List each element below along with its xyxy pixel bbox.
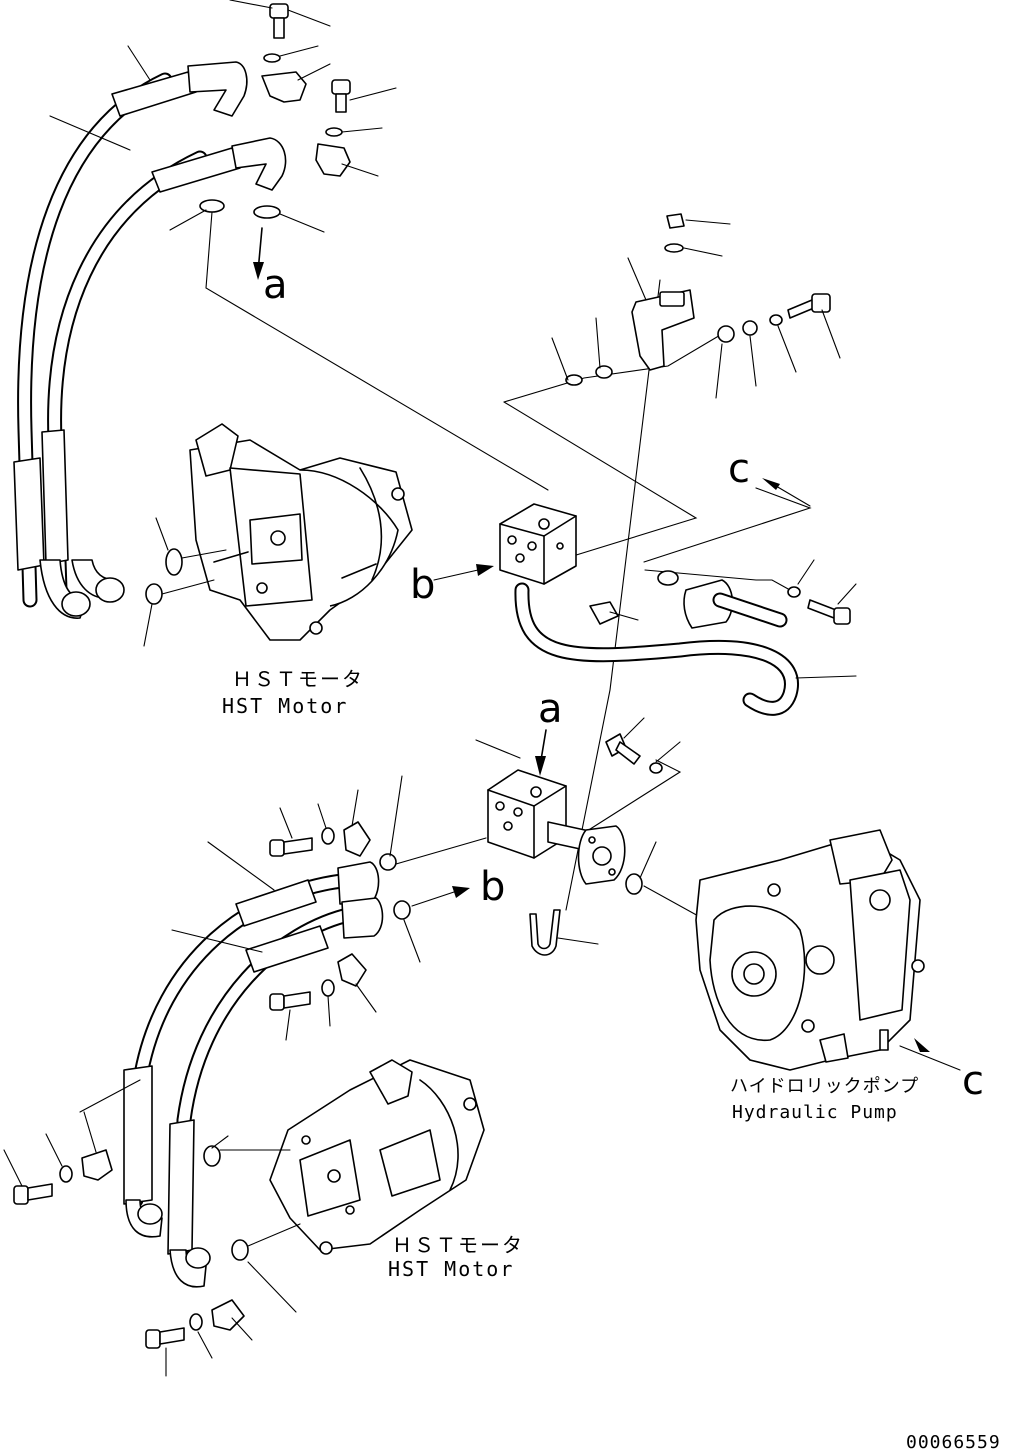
- ref-label-c-top: c: [728, 446, 750, 492]
- bottom-hardware: [3, 775, 487, 1377]
- ref-label-a-mid: a: [538, 686, 563, 732]
- ref-label-b-left: b: [410, 562, 435, 608]
- drawing-number: 00066559: [906, 1432, 1001, 1453]
- motor-top-label-en: HST Motor: [222, 694, 348, 718]
- manifold-block-upper: [499, 503, 857, 716]
- motor-bottom-label-jp: ＨＳＴモータ: [392, 1233, 524, 1257]
- top-hose-assembly: [13, 61, 287, 619]
- ref-label-b-bottom: b: [480, 864, 505, 910]
- reference-arrow-b-bottom: b: [411, 864, 505, 910]
- top-hardware: [49, 0, 397, 233]
- ref-label-c-right: c: [962, 1058, 984, 1104]
- motor-bottom-label-en: HST Motor: [388, 1257, 514, 1281]
- pump-label-en: Hydraulic Pump: [732, 1102, 898, 1123]
- manifold-block-lower: [475, 717, 681, 956]
- motor-top-label-jp: ＨＳＴモータ: [232, 667, 364, 691]
- bottom-hose-assembly: [123, 861, 384, 1288]
- reference-arrow-c-top: c: [728, 446, 811, 507]
- pump-label-jp: ハイドロリックポンプ: [730, 1076, 919, 1097]
- reference-arrow-a-mid: a: [535, 686, 563, 776]
- hydraulic-pump: c ハイドロリックポンプ Hydraulic Pump: [625, 829, 984, 1123]
- hst-motor-top: ＨＳＴモータ HST Motor: [143, 423, 413, 718]
- reference-arrow-a-top: a: [253, 227, 288, 308]
- hst-motor-bottom: ＨＳＴモータ HST Motor: [219, 1059, 524, 1281]
- reference-arrow-b-left: b: [410, 562, 494, 608]
- ref-label-a-top: a: [263, 262, 288, 308]
- bracket-assembly: [551, 213, 841, 399]
